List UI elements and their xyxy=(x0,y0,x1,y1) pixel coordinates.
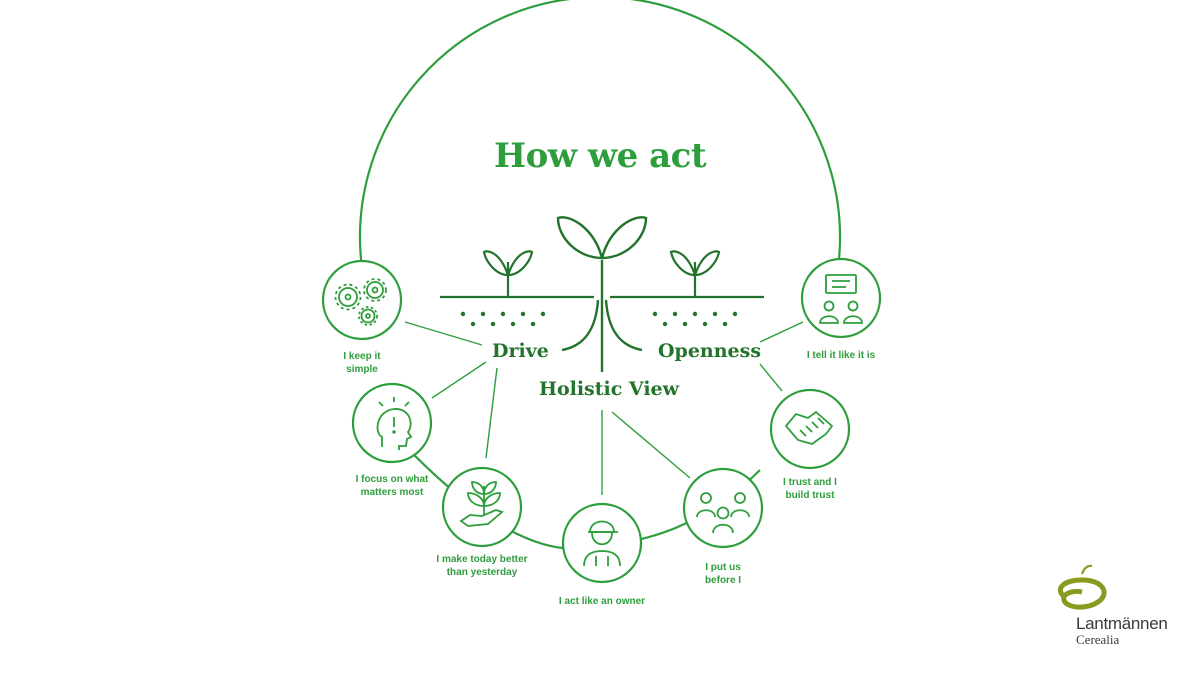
behaviour-label-keep-simple: I keep it simple xyxy=(322,350,402,376)
behaviour-label-trust: I trust and I build trust xyxy=(770,476,850,502)
behaviour-label-line1: I trust and I xyxy=(783,477,837,488)
behaviour-label-focus: I focus on what matters most xyxy=(342,473,442,499)
plant-in-hand-icon xyxy=(459,481,504,527)
logo-name: Lantmännen xyxy=(1076,614,1168,633)
head-exclamation-icon xyxy=(376,397,413,450)
behaviour-label-line2: matters most xyxy=(360,487,424,498)
central-plant-icon xyxy=(556,216,648,372)
behaviour-label-line1: I tell it like it is xyxy=(806,350,876,361)
behaviour-label-tell-it: I tell it like it is xyxy=(791,349,891,362)
value-drive-label: Drive xyxy=(492,340,549,362)
behaviour-label-line2: simple xyxy=(346,364,378,375)
logo-subtitle: Cerealia xyxy=(1076,632,1120,647)
gears-icon xyxy=(334,278,387,326)
behaviour-label-line2: than yesterday xyxy=(446,567,518,578)
outer-arc xyxy=(358,0,842,269)
behaviour-label-line2: before I xyxy=(704,575,742,586)
sprout-left-icon xyxy=(482,250,534,297)
dialogue-people-icon xyxy=(819,274,863,324)
soil-dots-left xyxy=(460,311,546,327)
group-people-icon xyxy=(696,492,750,534)
behaviour-label-line1: I act like an owner xyxy=(558,596,646,607)
behaviour-label-us-before-i: I put us before I xyxy=(683,561,763,587)
page-title: How we act xyxy=(493,136,707,176)
lantmannen-logo-icon xyxy=(1058,564,1107,610)
soil-dots-right xyxy=(652,311,738,327)
handshake-icon xyxy=(784,410,834,445)
value-openness-label: Openness xyxy=(658,340,762,362)
behaviour-label-make-better: I make today better than yesterday xyxy=(417,553,547,579)
farmer-icon xyxy=(583,520,621,567)
behaviour-label-line1: I make today better xyxy=(436,554,528,565)
behaviour-label-line2: build trust xyxy=(785,490,835,501)
behaviour-circles xyxy=(321,257,882,584)
behaviour-label-line1: I put us xyxy=(705,562,741,573)
connector-lines xyxy=(404,321,804,495)
behaviour-label-line1: I focus on what xyxy=(355,474,429,485)
behaviour-label-line1: I keep it xyxy=(343,351,381,362)
behaviour-label-owner: I act like an owner xyxy=(537,595,667,608)
value-holistic-label: Holistic View xyxy=(539,378,680,400)
sprout-right-icon xyxy=(669,250,721,297)
